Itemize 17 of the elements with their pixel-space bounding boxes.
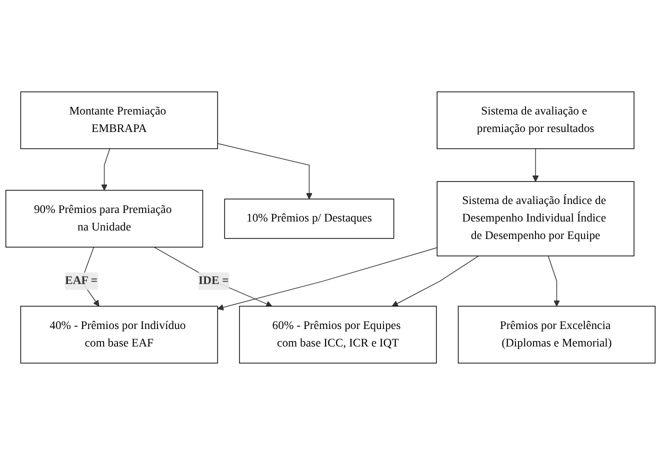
- arrow: [217, 142, 312, 199]
- edge-label: EAF =: [65, 274, 98, 286]
- arrow: [548, 255, 560, 306]
- node-box: Prêmios por Excelência (Diplomas e Memorial): [458, 305, 656, 363]
- arrow: [392, 255, 479, 306]
- node-box: 60% - Prêmios por Equipes com base ICC, ICR e IQT: [239, 305, 437, 363]
- node-box: Sistema de avaliação Índice de Desempenho Individual Índice de Desempenho por Equipe: [436, 180, 634, 256]
- arrow: [532, 148, 539, 182]
- node-box: 10% Prêmios p/ Destaques: [224, 198, 394, 238]
- node-box: 90% Prêmios para Premiação na Unidade: [5, 189, 204, 248]
- arrow: [101, 148, 110, 190]
- edge-label: IDE =: [198, 274, 229, 286]
- arrow: [217, 246, 438, 310]
- node-box: Sistema de avaliação e premiação por resultados: [436, 90, 634, 149]
- node-box: 40% - Prêmios por Indivíduo com base EAF: [20, 305, 218, 363]
- node-box: Montante Premiação EMBRAPA: [20, 90, 218, 149]
- arrow: [154, 246, 272, 306]
